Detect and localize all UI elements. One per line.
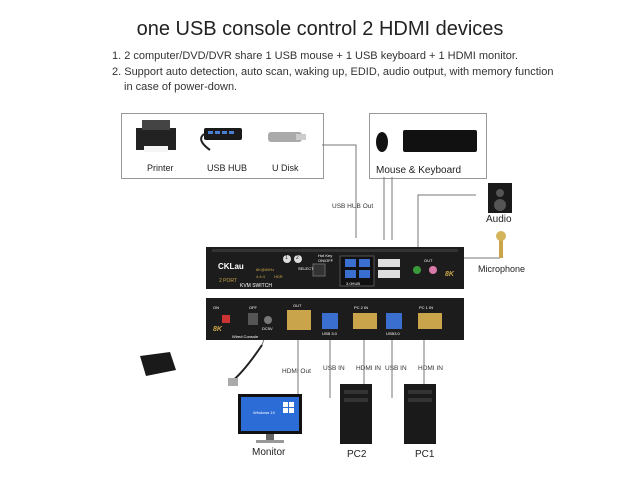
kvm-model-line1: 2 PORT — [219, 278, 237, 284]
wired-console-port-label: Wired Console — [232, 334, 259, 339]
usb3-port-1-label: USB 3.0 — [322, 331, 337, 336]
pc1-tower-icon — [404, 384, 436, 444]
brand-logo: CKLau — [218, 262, 244, 271]
mouse-keyboard-label: Mouse & Keyboard — [376, 165, 462, 176]
monitor-icon — [238, 394, 302, 443]
port-2-label: 2 — [296, 255, 299, 261]
microphone-label: Microphone — [478, 264, 526, 274]
port-1-label: 1 — [285, 255, 288, 261]
keyboard-icon — [403, 130, 477, 152]
usb-hub-port-label: 3.0HUB — [346, 281, 361, 286]
select-label: SELECT — [298, 266, 314, 271]
pc2-in-label: PC 2 IN — [354, 305, 369, 310]
front-8k-label: 8K — [445, 271, 454, 278]
badge-hdr: HDR — [274, 274, 283, 279]
connector-lines — [261, 144, 500, 398]
badge-444: 4:4:4 — [256, 274, 265, 279]
usb-cable — [229, 344, 263, 384]
pc2-tower-icon — [340, 384, 372, 444]
power-on-label: ON — [213, 305, 219, 310]
usb-hub-icon — [200, 128, 242, 151]
monitor-label: Monitor — [252, 447, 286, 458]
mouse-icon — [376, 132, 388, 152]
dc-label: DC5V — [262, 326, 273, 331]
usb-in-pc1-label: USB IN — [385, 365, 407, 372]
kvm-rear-unit — [206, 298, 464, 340]
speaker-icon — [488, 183, 512, 213]
printer-label: Printer — [147, 163, 174, 173]
usb-hub-out-label: USB HUB Out — [332, 203, 374, 210]
pc1-label: PC1 — [415, 449, 435, 460]
badge-8k60: 8K@60Hz — [256, 267, 275, 272]
feature-1: 1. 2 computer/DVD/DVR share 1 USB mouse … — [112, 50, 518, 62]
udisk-label: U Disk — [272, 163, 299, 173]
hdmi-in-pc1-label: HDMI IN — [418, 365, 443, 372]
wired-console-icon — [140, 352, 176, 376]
kvm-model-line2: KVM SWITCH — [240, 283, 272, 289]
hdmi-out-label: HDMI Out — [282, 368, 311, 375]
usb-hub-line — [322, 144, 357, 238]
pc1-in-label: PC 1 IN — [419, 305, 434, 310]
audio-line — [417, 194, 476, 248]
power-off-label: OFF — [249, 305, 257, 310]
usb3-port-2-label: USB3.0 — [386, 331, 400, 336]
rear-out-label: OUT — [293, 303, 302, 308]
pc2-label: PC2 — [347, 449, 367, 460]
udisk-icon — [268, 132, 306, 142]
feature-2: 2. Support auto detection, auto scan, wa… — [112, 66, 554, 93]
windows-label: Windows 10 — [253, 410, 275, 415]
microphone-icon — [496, 231, 506, 258]
hdmi-in-pc2-label: HDMI IN — [356, 365, 381, 372]
hotkey-label: Hot Key ON/OFF — [318, 253, 334, 263]
audio-label: Audio — [486, 214, 512, 225]
kvm-front-unit — [206, 247, 464, 289]
page-title: one USB console control 2 HDMI devices — [136, 18, 504, 40]
usb-hub-label: USB HUB — [207, 163, 248, 173]
front-out-label: OUT — [424, 258, 433, 263]
rear-8k-label: 8K — [213, 326, 222, 333]
printer-icon — [136, 120, 176, 152]
usb-in-pc2-label: USB IN — [323, 365, 345, 372]
